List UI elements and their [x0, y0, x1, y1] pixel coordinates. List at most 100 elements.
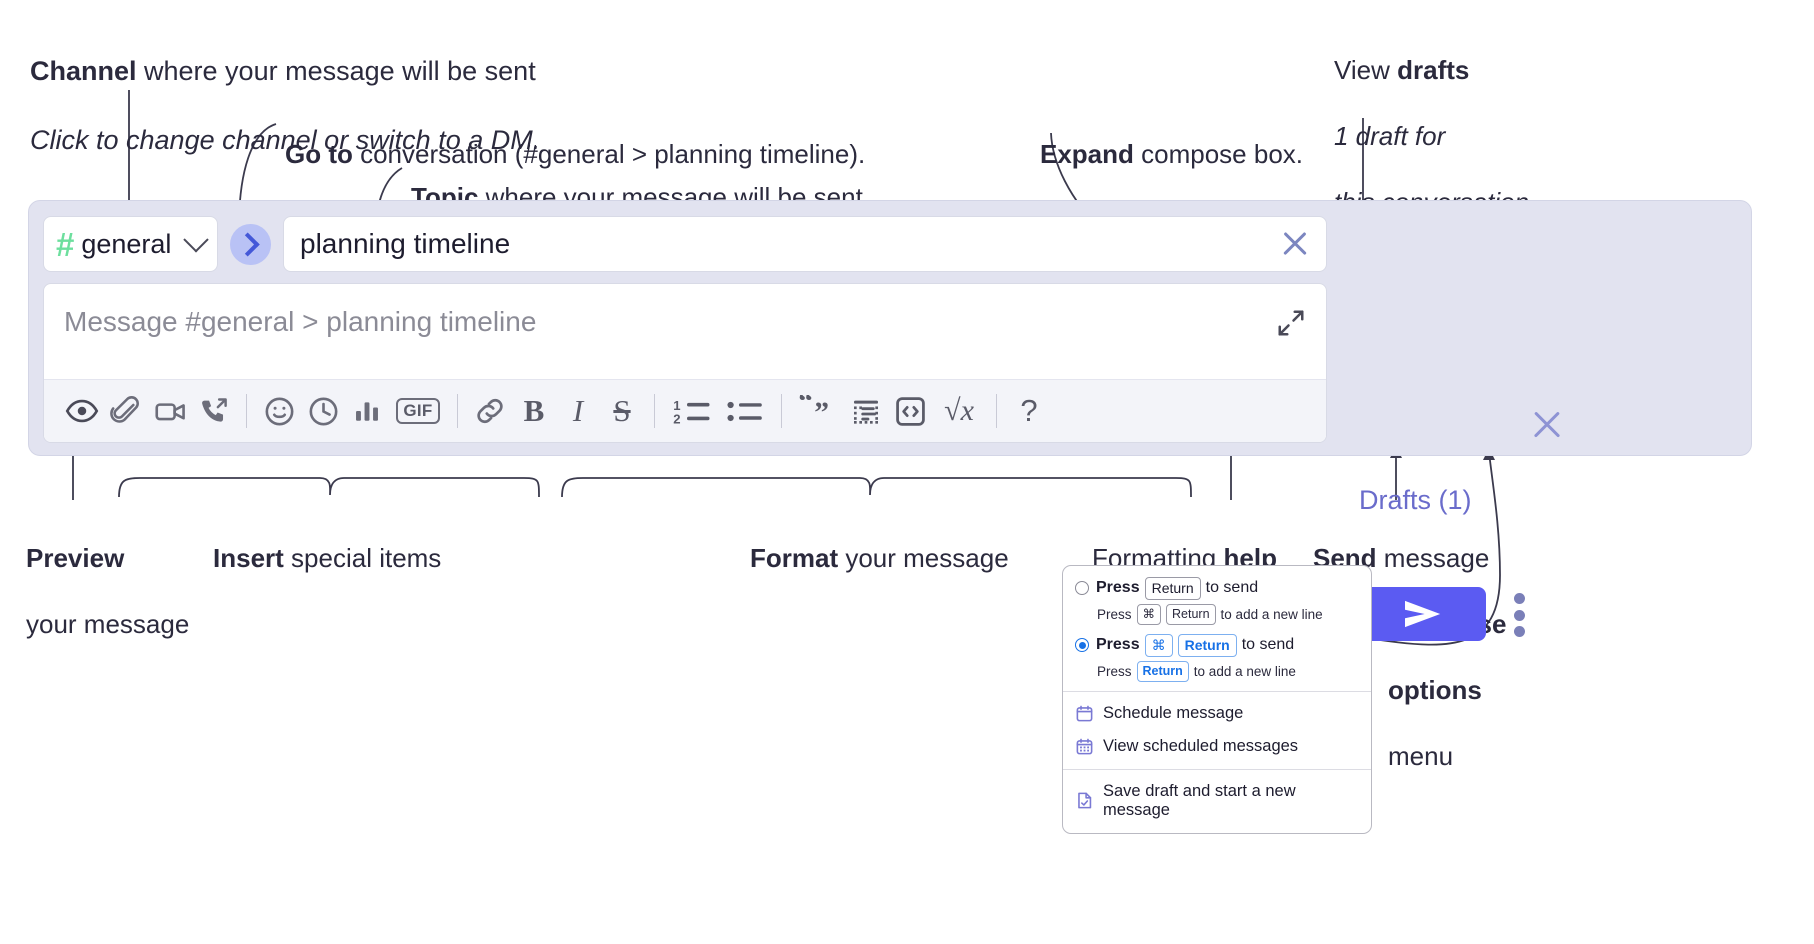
message-input-area[interactable]: Message #general > planning timeline	[43, 283, 1327, 443]
svg-text:“: “	[798, 395, 813, 418]
latex-icon[interactable]: √x	[944, 394, 974, 427]
key-return: Return	[1177, 633, 1237, 657]
option2-subtext: Press Return to add a new line	[1097, 660, 1359, 682]
menu-item-label: Save draft and start a new message	[1103, 781, 1296, 819]
annotation-channel-sub: Click to change channel or switch to a D…	[30, 124, 541, 155]
attachment-icon[interactable]	[104, 389, 148, 433]
menu-divider	[1063, 690, 1371, 692]
key-command: ⌘	[1136, 603, 1162, 625]
annotation-preview: Preview your message	[26, 509, 189, 674]
channel-name: general	[81, 228, 172, 259]
annotation-channel: Channel where your message will be sent …	[30, 20, 540, 191]
annotation-drafts-plain: View	[1334, 55, 1398, 86]
annotation-preview-bold: Preview	[26, 543, 125, 574]
annotation-expand: Expand compose box.	[1040, 105, 1303, 171]
strikethrough-icon[interactable]: S	[613, 393, 631, 428]
key-return: Return	[1136, 660, 1189, 682]
compose-header-row: # general planning timeline	[43, 215, 1327, 273]
annotation-insert: Insert special items	[213, 509, 441, 575]
annotation-expand-bold: Expand	[1040, 139, 1134, 170]
clock-icon[interactable]	[301, 389, 345, 433]
compose-main-column: # general planning timeline Message #gen…	[43, 215, 1327, 443]
menu-radio-option-cmd-return[interactable]: Press ⌘ Return to send	[1075, 633, 1359, 657]
svg-text:2: 2	[673, 412, 680, 427]
annotation-format-rest: your message	[838, 543, 1009, 574]
close-icon[interactable]	[1278, 227, 1312, 261]
bold-icon[interactable]: B	[523, 393, 545, 428]
draft-save-icon	[1078, 792, 1092, 809]
key-return: Return	[1166, 603, 1216, 625]
compose-options-menu: Press Return to send Press ⌘ Return to a…	[1062, 565, 1372, 834]
option1-subtext: Press ⌘ Return to add a new line	[1097, 603, 1359, 625]
toolbar-divider	[781, 394, 782, 428]
close-icon[interactable]	[1529, 407, 1565, 443]
ordered-list-icon[interactable]: 1 2	[665, 389, 719, 433]
help-icon[interactable]: ?	[1020, 393, 1038, 428]
option2-sub-pre: Press	[1097, 663, 1132, 679]
option2-sub-post: to add a new line	[1193, 663, 1296, 679]
annotation-preview-rest: your message	[26, 609, 190, 640]
drafts-link[interactable]: Drafts (1)	[1359, 485, 1472, 515]
blockquote-icon[interactable]: “ ”	[792, 389, 844, 433]
menu-radio-option-return[interactable]: Press Return to send	[1075, 577, 1359, 600]
preview-icon[interactable]	[60, 389, 104, 433]
bulleted-list-icon[interactable]	[719, 389, 771, 433]
expand-arrows-icon[interactable]	[1276, 308, 1306, 338]
audio-call-icon[interactable]	[192, 389, 236, 433]
link-icon[interactable]	[468, 389, 512, 433]
channel-selector[interactable]: # general	[43, 216, 218, 272]
toolbar-divider	[654, 394, 655, 428]
kebab-dot	[1513, 626, 1525, 637]
menu-item-schedule-message[interactable]: Schedule message	[1063, 697, 1371, 730]
annotation-insert-rest: special items	[283, 543, 442, 574]
toolbar-divider	[246, 394, 247, 428]
chevron-down-icon	[183, 227, 209, 253]
compose-options-button[interactable]	[1509, 593, 1529, 637]
message-placeholder: Message #general > planning timeline	[64, 306, 537, 337]
toolbar-divider	[996, 394, 997, 428]
annotation-goto-bold: Go to	[285, 139, 353, 170]
annotation-channel-rest: where your message will be sent	[136, 56, 536, 87]
key-return: Return	[1144, 577, 1201, 600]
annotation-format-bold: Format	[750, 543, 839, 574]
kebab-dot	[1513, 593, 1525, 604]
code-block-icon[interactable]	[844, 389, 888, 433]
option1-sub-post: to add a new line	[1220, 606, 1323, 622]
annotation-drafts-line2: 1 draft for	[1334, 121, 1446, 152]
annotation-compose-l2: options	[1388, 675, 1482, 706]
poll-icon[interactable]	[345, 389, 389, 433]
italic-icon[interactable]: I	[572, 393, 584, 428]
menu-schedule-group: Schedule message View scheduled messages	[1063, 692, 1371, 769]
annotation-goto: Go to conversation (#general > planning …	[285, 105, 865, 171]
kebab-dot	[1513, 609, 1525, 621]
radio-unselected-icon	[1075, 581, 1089, 596]
annotation-channel-bold: Channel	[30, 56, 137, 87]
video-icon[interactable]	[148, 389, 192, 433]
toolbar-divider	[457, 394, 458, 428]
send-button[interactable]	[1360, 587, 1486, 641]
inline-code-icon[interactable]	[888, 389, 932, 433]
chevron-right-icon	[235, 231, 260, 257]
menu-item-view-scheduled[interactable]: View scheduled messages	[1063, 730, 1371, 763]
annotation-expand-rest: compose box.	[1133, 139, 1304, 170]
svg-text:”: ”	[814, 397, 829, 427]
send-shortcut-options: Press Return to send Press ⌘ Return to a…	[1063, 566, 1371, 691]
option1-sub-pre: Press	[1097, 606, 1132, 622]
topic-input[interactable]: planning timeline	[283, 216, 1327, 272]
gif-icon[interactable]: GIF	[389, 389, 447, 433]
annotation-goto-rest: conversation (#general > planning timeli…	[352, 139, 866, 170]
go-to-conversation-button[interactable]	[230, 223, 271, 265]
option1-post: to send	[1205, 579, 1259, 597]
calendar-grid-icon	[1076, 738, 1093, 754]
annotation-format: Format your message	[750, 509, 1009, 575]
calendar-icon	[1076, 705, 1093, 721]
hash-icon: #	[56, 225, 75, 263]
annotation-drafts-bold: drafts	[1397, 55, 1470, 86]
annotation-insert-bold: Insert	[213, 543, 284, 574]
compose-box: # general planning timeline Message #gen…	[28, 200, 1752, 641]
formatting-toolbar: GIF B I	[44, 379, 1326, 442]
emoji-icon[interactable]	[257, 389, 301, 433]
annotation-compose-l3: menu	[1388, 741, 1454, 772]
menu-item-save-draft[interactable]: Save draft and start a new message	[1063, 775, 1371, 827]
radio-selected-icon	[1075, 638, 1089, 653]
